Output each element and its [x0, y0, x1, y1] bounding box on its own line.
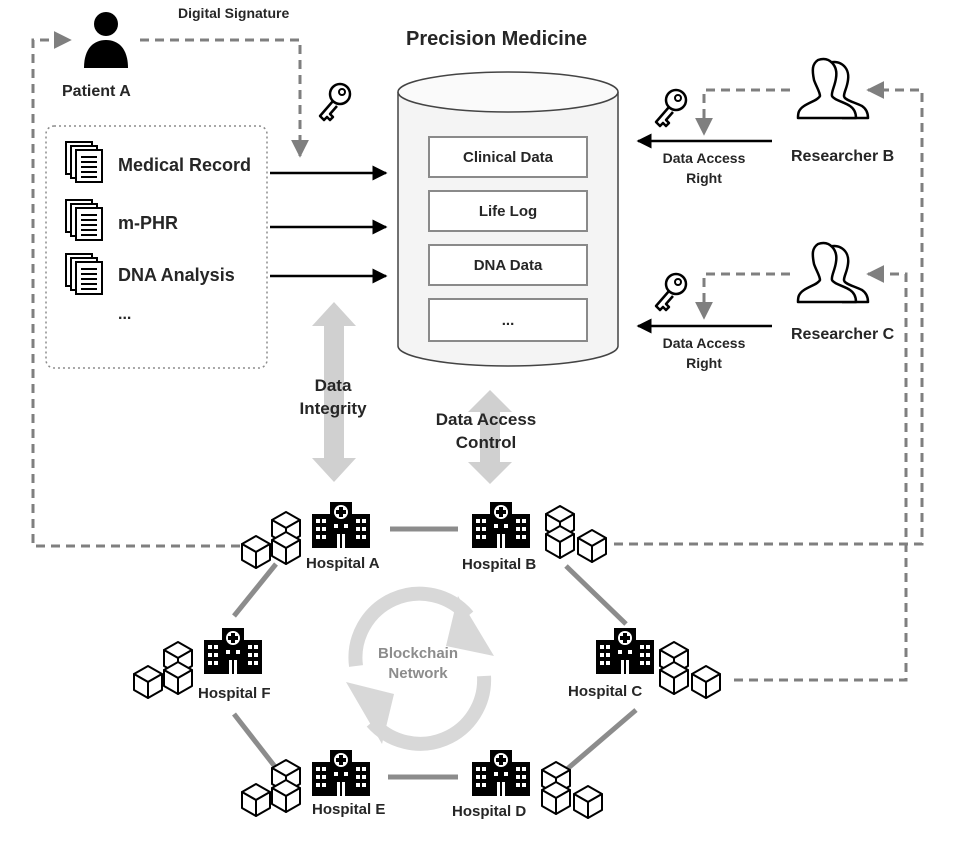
record-label-mphr: m-PHR: [118, 213, 179, 233]
hospital-ring: [232, 526, 638, 780]
data-access-control-arrow: [468, 390, 512, 484]
hospital-b-label: Hospital B: [462, 556, 537, 573]
patient-icon: [84, 12, 128, 68]
blockchain-label-line1: Blockchain: [377, 645, 459, 662]
records-box: [45, 125, 268, 369]
key-icon: [654, 272, 688, 312]
hospital-d-icon: [472, 750, 530, 796]
hospital-f-icon: [204, 628, 262, 674]
access-right-b-line1: Data Access: [662, 150, 746, 166]
hospital-b-cubes: [546, 506, 606, 562]
hospital-d-label: Hospital D: [452, 803, 527, 820]
hospital-a-cubes: [242, 512, 300, 568]
access-right-b-line2: Right: [686, 170, 722, 186]
researcher-c-icon: [796, 241, 870, 304]
digital-signature-label: Digital Signature: [178, 5, 290, 21]
access-right-c-line1: Data Access: [662, 335, 746, 351]
hospital-e-icon: [312, 750, 370, 796]
hospital-f-cubes: [134, 642, 192, 698]
blockchain-label-line2: Network: [388, 665, 448, 682]
hospital-e-label: Hospital E: [312, 801, 386, 818]
db-item-dna: DNA Data: [428, 244, 588, 286]
data-integrity-line1: Data: [314, 376, 352, 395]
hospital-f-label: Hospital F: [198, 685, 271, 702]
db-item-lifelog: Life Log: [428, 190, 588, 232]
db-item-more: ...: [428, 298, 588, 342]
record-label-medical: Medical Record: [118, 155, 252, 175]
researcher-c-label: Researcher C: [791, 326, 895, 343]
data-access-control-line1: Data Access: [435, 410, 537, 429]
hospital-c-icon: [596, 628, 654, 674]
db-item-clinical: Clinical Data: [428, 136, 588, 178]
document-icon: [65, 141, 103, 183]
key-icon: [318, 82, 352, 122]
hospital-b-icon: [472, 502, 530, 548]
blockchain-cycle-arrowhead: [446, 596, 494, 656]
key-icon: [654, 88, 688, 128]
page-title: Precision Medicine: [406, 28, 588, 50]
hospital-c-cubes: [660, 642, 720, 698]
data-integrity-arrow: [312, 302, 356, 482]
document-icon: [65, 253, 103, 295]
hospital-d-cubes: [542, 762, 602, 818]
hospital-e-cubes: [242, 760, 300, 816]
hospital-b-to-researcher-b-path: [614, 81, 924, 546]
hospital-c-label: Hospital C: [568, 683, 643, 700]
data-integrity-line2: Integrity: [299, 399, 367, 418]
hospital-a-to-patient-path: [31, 31, 240, 548]
hospital-c-to-researcher-c-path: [734, 265, 908, 682]
blockchain-cycle-arrowhead: [346, 682, 394, 744]
document-icon: [65, 199, 103, 241]
hospital-a-label: Hospital A: [306, 555, 380, 572]
signature-path: [140, 38, 309, 158]
hospital-a-icon: [312, 502, 370, 548]
researcher-b-label: Researcher B: [791, 148, 895, 165]
blockchain-cycle-icon: [348, 586, 492, 751]
access-right-c-line2: Right: [686, 355, 722, 371]
researcher-b-icon: [796, 57, 870, 120]
researcher-c-dashed: [695, 272, 790, 320]
record-label-dna: DNA Analysis: [118, 265, 235, 285]
researcher-b-dashed: [695, 88, 790, 136]
patient-label: Patient A: [62, 83, 131, 100]
data-access-control-line2: Control: [455, 433, 517, 452]
record-label-more: ...: [118, 306, 132, 323]
